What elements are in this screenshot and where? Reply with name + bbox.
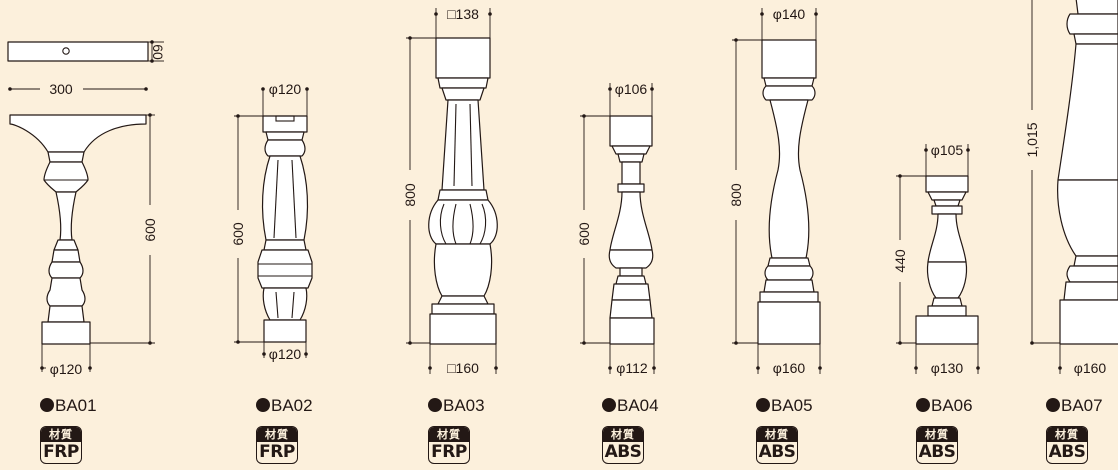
ba05-height-dim: 800: [728, 183, 744, 207]
model-name: BA01: [55, 396, 97, 415]
bullet-icon: [756, 398, 770, 412]
model-label-ba03: BA03: [428, 396, 485, 416]
ba04-top-dim: φ106: [615, 81, 648, 97]
model-label-ba04: BA04: [602, 396, 659, 416]
model-label-ba06: BA06: [916, 396, 973, 416]
ba01-base-dim: φ120: [50, 361, 83, 377]
bullet-icon: [602, 398, 616, 412]
ba05-top-dim: φ140: [773, 6, 806, 22]
ba02-height-dim: 600: [230, 222, 246, 246]
model-name: BA05: [771, 396, 813, 415]
material-value: FRP: [259, 442, 295, 462]
material-heading: 材質: [603, 427, 643, 442]
ba01-cap-thickness-dim: 60: [150, 44, 166, 60]
bullet-icon: [256, 398, 270, 412]
material-heading: 材質: [1047, 427, 1087, 442]
model-name: BA07: [1061, 396, 1103, 415]
material-value: ABS: [604, 442, 642, 462]
ba05-base-dim: φ160: [773, 360, 806, 376]
material-value: FRP: [43, 442, 79, 462]
ba07-base-dim: φ160: [1074, 360, 1107, 376]
ba01-top-width-dim: 300: [49, 81, 73, 97]
bullet-icon: [1046, 398, 1060, 412]
material-heading: 材質: [429, 427, 469, 442]
ba06-top-dim: φ105: [931, 142, 964, 158]
bullet-icon: [916, 398, 930, 412]
ba03-height-dim: 800: [402, 183, 418, 207]
model-label-ba01: BA01: [40, 396, 97, 416]
model-label-ba05: BA05: [756, 396, 813, 416]
model-label-ba07: BA07: [1046, 396, 1103, 416]
ba01-height-dim: 600: [142, 218, 158, 242]
ba04-base-dim: φ112: [616, 360, 648, 376]
model-name: BA02: [271, 396, 313, 415]
material-value: ABS: [758, 442, 796, 462]
model-name: BA04: [617, 396, 659, 415]
ba07-height-dim: 1,015: [1024, 122, 1040, 157]
material-heading: 材質: [917, 427, 957, 442]
bullet-icon: [428, 398, 442, 412]
material-value: FRP: [431, 442, 467, 462]
ba02-top-dim: φ120: [269, 81, 302, 97]
material-value: ABS: [918, 442, 956, 462]
model-name: BA06: [931, 396, 973, 415]
model-name: BA03: [443, 396, 485, 415]
ba06-height-dim: 440: [892, 249, 908, 273]
ba04-height-dim: 600: [576, 222, 592, 246]
material-heading: 材質: [41, 427, 81, 442]
model-label-ba02: BA02: [256, 396, 313, 416]
ba06-base-dim: φ130: [931, 360, 964, 376]
material-value: ABS: [1048, 442, 1086, 462]
material-heading: 材質: [757, 427, 797, 442]
ba02-base-dim: φ120: [269, 346, 302, 362]
bullet-icon: [40, 398, 54, 412]
material-heading: 材質: [257, 427, 297, 442]
ba03-top-dim: □138: [447, 6, 479, 22]
ba03-base-dim: □160: [447, 360, 479, 376]
